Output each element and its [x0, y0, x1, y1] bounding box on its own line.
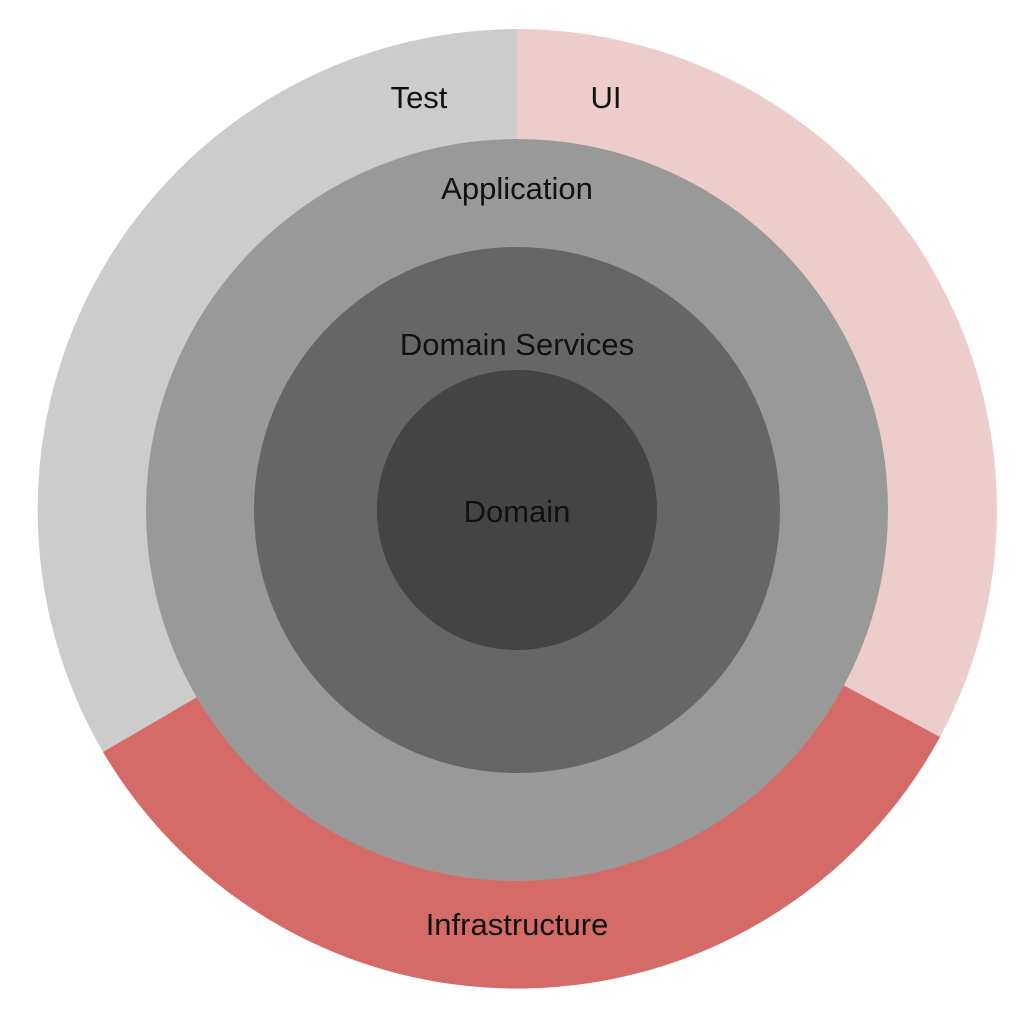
- test-label: Test: [391, 80, 448, 115]
- application-label: Application: [441, 171, 593, 206]
- ui-label: UI: [591, 80, 622, 115]
- infrastructure-label: Infrastructure: [426, 907, 609, 942]
- domain-label: Domain: [464, 494, 571, 529]
- domain-services-label: Domain Services: [400, 327, 634, 362]
- domain-layer: [377, 370, 657, 650]
